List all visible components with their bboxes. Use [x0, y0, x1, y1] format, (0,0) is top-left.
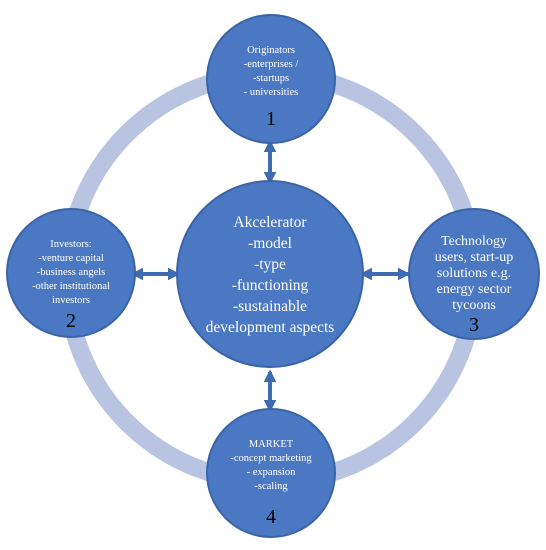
- market-line: -scaling: [254, 481, 288, 492]
- investors-line: -venture capital: [38, 253, 104, 264]
- technology-users-line: Technology: [441, 234, 507, 249]
- node-technology-users: [408, 208, 540, 340]
- node-investors: [6, 208, 136, 338]
- originators-line: -enterprises /: [243, 59, 299, 70]
- technology-users-line: tycoons: [452, 298, 496, 313]
- akcelerator-line: -sustainable: [232, 298, 308, 315]
- node-number-3: 3: [469, 314, 479, 336]
- node-akcelerator-label: Akcelerator -model -type -functioning -s…: [176, 212, 364, 338]
- originators-line: - universities: [243, 87, 299, 98]
- technology-users-line: energy sector: [436, 282, 512, 297]
- technology-users-line: solutions e.g.: [436, 266, 512, 281]
- originators-line: Originators: [247, 45, 295, 56]
- investors-line: -business angels: [36, 267, 106, 278]
- market-line: - expansion: [246, 467, 296, 478]
- originators-line: -startups: [252, 73, 290, 84]
- node-investors-label: Investors: -venture capital -business an…: [6, 238, 136, 308]
- technology-users-line: users, start-up: [434, 250, 514, 265]
- akcelerator-line: -model: [248, 235, 292, 252]
- investors-line: -other institutional: [32, 281, 110, 292]
- akcelerator-line: development aspects: [205, 319, 335, 336]
- akcelerator-line: Akcelerator: [233, 214, 307, 231]
- node-akcelerator: [176, 180, 364, 368]
- market-line: MARKET: [248, 439, 294, 450]
- node-originators-label: Originators -enterprises / -startups - u…: [206, 44, 336, 100]
- akcelerator-line: -type: [254, 256, 286, 273]
- node-technology-users-label: Technology users, start-up solutions e.g…: [408, 234, 540, 314]
- node-market: [206, 408, 336, 538]
- node-market-label: MARKET -concept marketing - expansion -s…: [206, 438, 336, 494]
- investors-line: Investors:: [50, 239, 92, 250]
- investors-line: investors: [52, 295, 90, 306]
- node-number-2: 2: [66, 310, 76, 332]
- market-line: -concept marketing: [230, 453, 312, 464]
- node-originators: [206, 14, 336, 144]
- akcelerator-line: -functioning: [231, 277, 309, 294]
- node-number-1: 1: [266, 108, 276, 130]
- node-number-4: 4: [266, 506, 276, 528]
